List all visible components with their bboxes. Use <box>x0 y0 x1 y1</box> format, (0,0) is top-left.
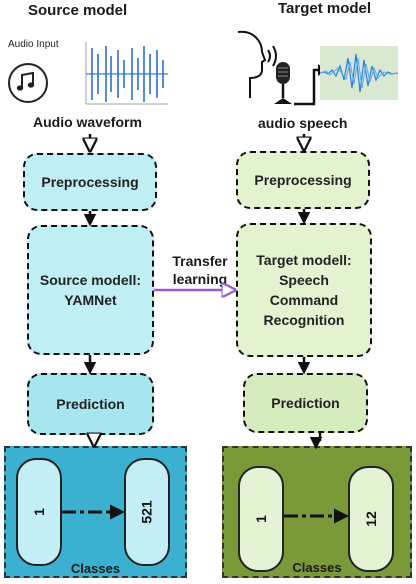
source-model-box: Source modell: YAMNet <box>27 225 154 355</box>
target-model-header: Target model <box>278 0 372 17</box>
target-class-last: 12 <box>348 466 394 572</box>
target-classes-label: Classes <box>292 560 342 575</box>
target-model-line1: Target modell: <box>256 252 352 268</box>
source-classes-label: Classes <box>70 561 121 576</box>
target-model-line3: Command <box>269 292 339 308</box>
transfer-learning-label: Transfer learning <box>162 252 238 288</box>
target-model-line2: Speech <box>279 272 329 288</box>
source-model-header: Source model <box>28 2 128 19</box>
target-model-box: Target modell: Speech Command Recognitio… <box>236 223 372 357</box>
target-preprocessing-label: Preprocessing <box>254 172 352 188</box>
source-input-caption: Audio waveform <box>33 114 142 130</box>
target-waveform-image <box>320 46 398 100</box>
target-input-caption: audio speech <box>258 115 348 131</box>
source-preprocessing-box: Preprocessing <box>23 153 157 211</box>
target-model-line4: Recognition <box>263 312 345 328</box>
source-model-line2: YAMNet <box>64 292 117 308</box>
source-prediction-label: Prediction <box>56 396 125 412</box>
transfer-line2: learning <box>172 271 228 287</box>
audio-input-label: Audio Input <box>8 39 59 50</box>
speaker-microphone-icon <box>232 28 332 114</box>
arrow-target-prediction <box>309 433 323 450</box>
music-note-icon <box>8 63 48 103</box>
source-class-last: 521 <box>124 458 170 566</box>
target-class-first: 1 <box>238 466 284 572</box>
source-preprocessing-label: Preprocessing <box>41 174 139 190</box>
source-model-line1: Source modell: <box>39 272 142 288</box>
target-preprocessing-box: Preprocessing <box>236 151 370 209</box>
source-waveform-plot <box>78 38 170 110</box>
source-class-first: 1 <box>16 458 62 566</box>
target-prediction-label: Prediction <box>271 395 340 411</box>
transfer-line1: Transfer <box>172 253 228 269</box>
